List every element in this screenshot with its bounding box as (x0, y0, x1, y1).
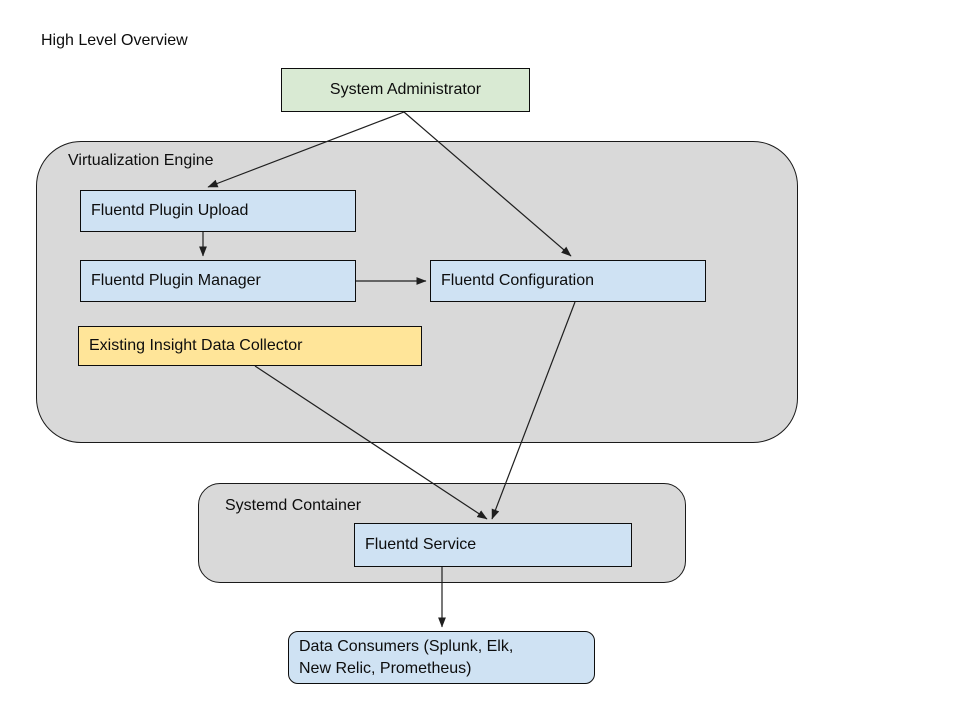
node-fluentd-plugin-upload: Fluentd Plugin Upload (80, 190, 356, 232)
page-title: High Level Overview (41, 32, 188, 49)
node-fluentd-plugin-upload-label: Fluentd Plugin Upload (91, 202, 249, 219)
node-fluentd-plugin-manager-label: Fluentd Plugin Manager (91, 272, 261, 289)
container-virtualization-engine-label: Virtualization Engine (68, 152, 214, 169)
node-data-consumers: Data Consumers (Splunk, Elk, New Relic, … (288, 631, 595, 684)
node-existing-insight-data-collector-label: Existing Insight Data Collector (89, 337, 303, 354)
node-system-administrator: System Administrator (281, 68, 530, 112)
node-system-administrator-label: System Administrator (329, 81, 482, 98)
node-fluentd-configuration-label: Fluentd Configuration (441, 272, 594, 289)
node-fluentd-service-label: Fluentd Service (365, 536, 477, 553)
node-fluentd-plugin-manager: Fluentd Plugin Manager (80, 260, 356, 302)
node-data-consumers-label-line2: New Relic, Prometheus) (299, 659, 472, 677)
node-existing-insight-data-collector: Existing Insight Data Collector (78, 326, 422, 366)
node-fluentd-configuration: Fluentd Configuration (430, 260, 706, 302)
node-fluentd-service: Fluentd Service (354, 523, 632, 567)
node-data-consumers-label-line1: Data Consumers (Splunk, Elk, (299, 637, 514, 655)
container-systemd-label: Systemd Container (225, 497, 362, 514)
